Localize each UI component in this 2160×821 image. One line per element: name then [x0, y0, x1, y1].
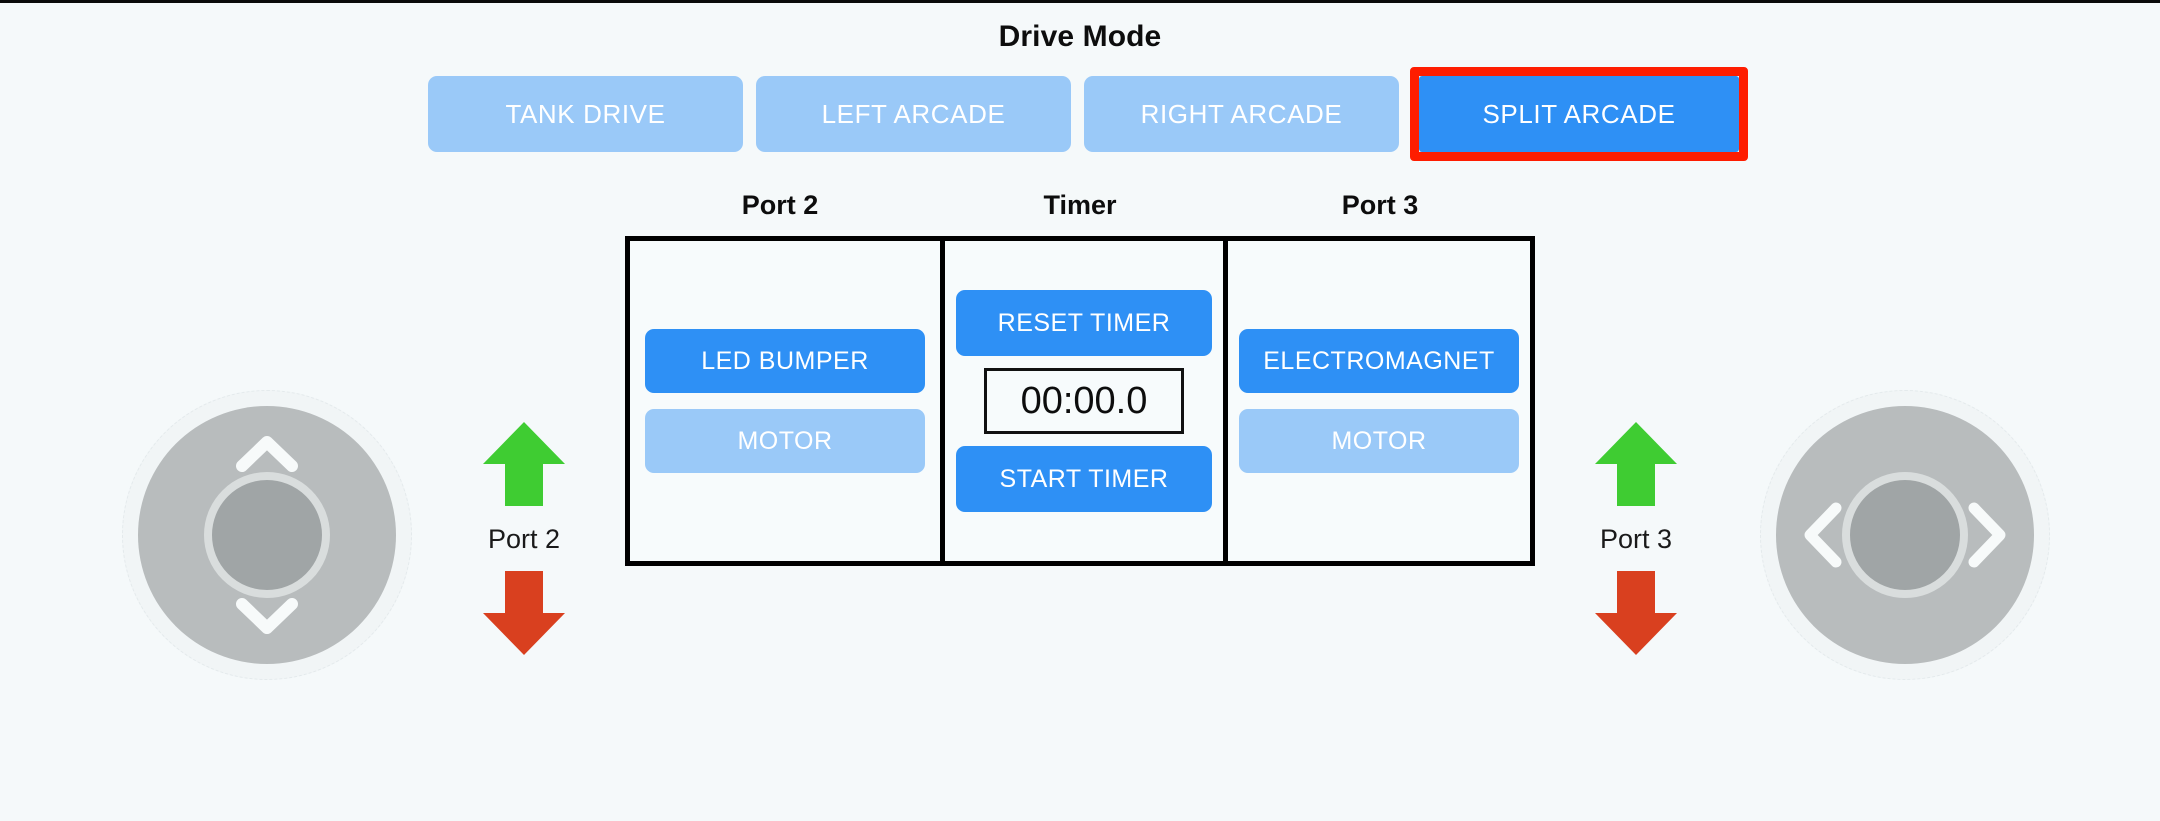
chevron-down-icon [230, 576, 304, 650]
drive-mode-left-arcade-button[interactable]: LEFT ARCADE [756, 76, 1071, 152]
right-joystick[interactable] [1760, 390, 2050, 680]
port3-motor-button[interactable]: MOTOR [1239, 409, 1519, 473]
chevron-up-icon [230, 420, 304, 494]
chevron-right-icon [1948, 498, 2022, 572]
drive-mode-split-arcade-button[interactable]: SPLIT ARCADE [1419, 76, 1739, 152]
port2-indicator-label: Port 2 [487, 524, 561, 554]
arrow-down-red-icon[interactable] [481, 567, 567, 659]
left-joystick[interactable] [122, 390, 412, 680]
port3-indicator-label: Port 3 [1599, 524, 1673, 554]
left-joystick-pad[interactable] [138, 406, 396, 664]
arrow-up-green-icon[interactable] [1593, 418, 1679, 510]
port3-column: ELECTROMAGNET MOTOR [1228, 241, 1530, 561]
port2-column: LED BUMPER MOTOR [630, 241, 940, 561]
arrow-down-red-icon[interactable] [1593, 567, 1679, 659]
reset-timer-button[interactable]: RESET TIMER [956, 290, 1212, 356]
start-timer-button[interactable]: START TIMER [956, 446, 1212, 512]
timer-column: RESET TIMER 00:00.0 START TIMER [940, 241, 1228, 561]
drive-mode-tank-drive-button[interactable]: TANK DRIVE [428, 76, 743, 152]
panel-heading-port2: Port 2 [741, 189, 819, 220]
chevron-left-icon [1788, 498, 1862, 572]
left-joystick-knob[interactable] [204, 472, 330, 598]
port2-direction-indicator: Port 2 [444, 418, 604, 659]
port2-motor-button[interactable]: MOTOR [645, 409, 925, 473]
timer-display: 00:00.0 [984, 368, 1184, 434]
panel-heading-row: Port 2 Timer Port 3 [625, 187, 1535, 223]
ports-timer-panel: LED BUMPER MOTOR RESET TIMER 00:00.0 STA… [625, 236, 1535, 566]
right-joystick-knob[interactable] [1842, 472, 1968, 598]
port3-direction-indicator: Port 3 [1556, 418, 1716, 659]
drive-mode-split-arcade-highlight: SPLIT ARCADE [1410, 67, 1748, 161]
drive-mode-right-arcade-button[interactable]: RIGHT ARCADE [1084, 76, 1399, 152]
panel-heading-timer: Timer [1043, 189, 1117, 220]
drive-mode-title: Drive Mode [998, 20, 1162, 53]
right-joystick-pad[interactable] [1776, 406, 2034, 664]
drive-mode-button-row: TANK DRIVE LEFT ARCADE RIGHT ARCADE SPLI… [428, 67, 1748, 161]
panel-heading-port3: Port 3 [1341, 189, 1419, 220]
top-divider-rule [0, 0, 2160, 3]
port3-electromagnet-button[interactable]: ELECTROMAGNET [1239, 329, 1519, 393]
port2-led-bumper-button[interactable]: LED BUMPER [645, 329, 925, 393]
arrow-up-green-icon[interactable] [481, 418, 567, 510]
